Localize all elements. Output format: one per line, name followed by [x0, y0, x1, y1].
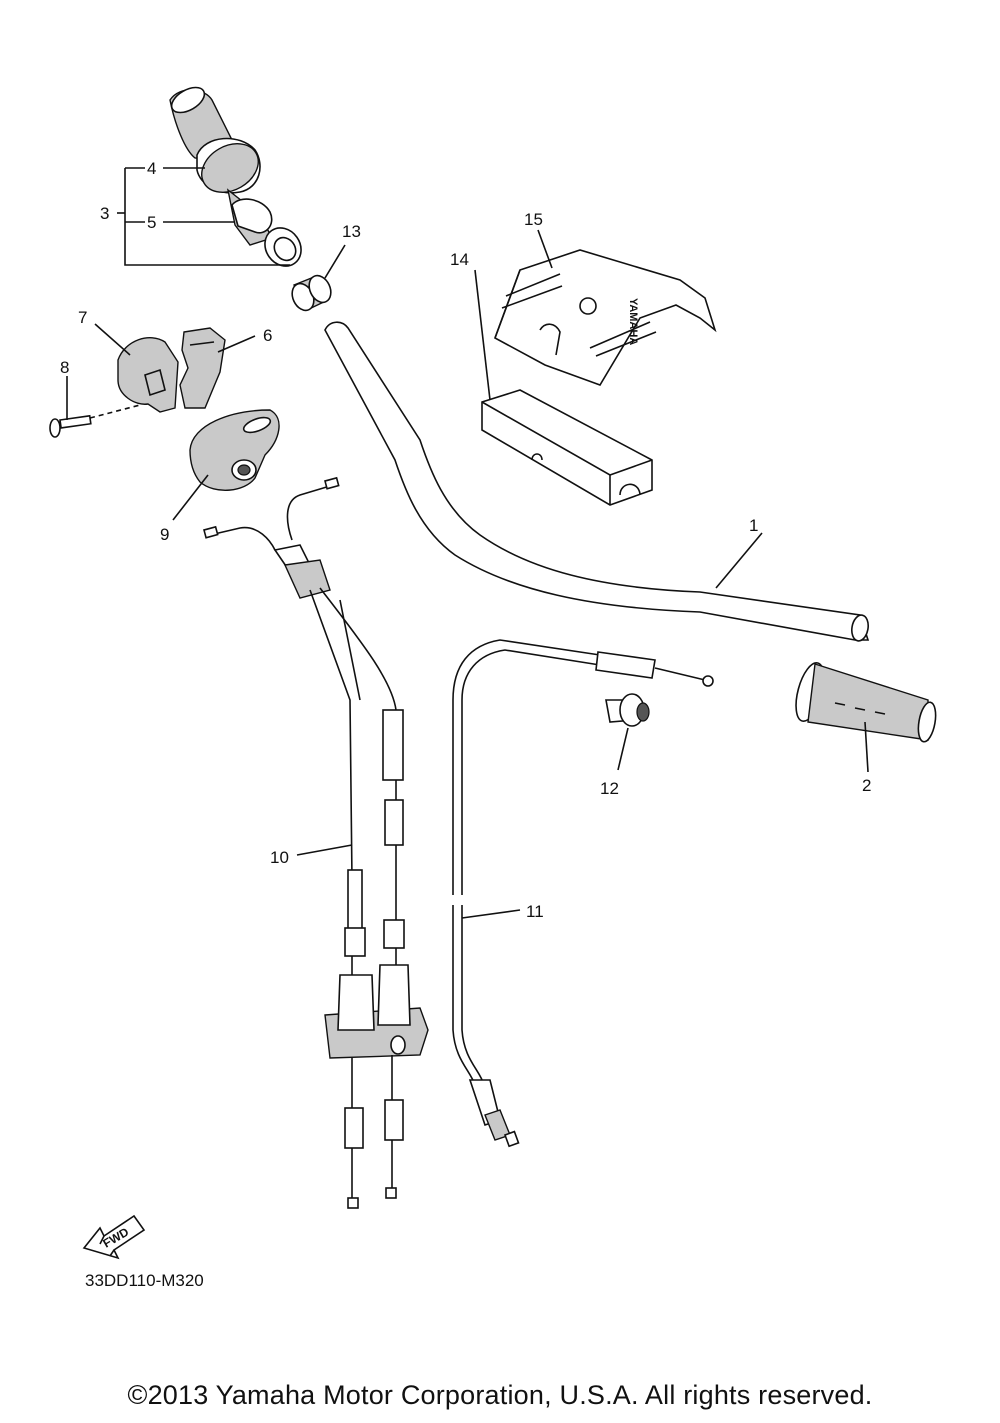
handlebar-pad-part-14 — [481, 389, 653, 506]
adjuster-part-12 — [605, 693, 650, 727]
callout-6: 6 — [263, 326, 272, 345]
drawing-code: 33DD110-M320 — [85, 1271, 204, 1290]
callout-3: 3 — [100, 204, 109, 223]
throttle-housing-part-9 — [189, 409, 280, 491]
callout-4: 4 — [147, 159, 156, 178]
handlebar-cover-part-15: YAMAHA — [494, 249, 717, 386]
switch-housing-part-7 — [117, 337, 179, 413]
callout-9: 9 — [160, 525, 169, 544]
logo-text: YAMAHA — [627, 298, 639, 345]
fwd-arrow-icon: FWD — [82, 1214, 146, 1260]
callout-12: 12 — [600, 779, 619, 798]
callout-11: 11 — [526, 902, 544, 921]
clutch-cable-part-11 — [452, 639, 714, 1148]
callout-7: 7 — [78, 308, 87, 327]
callout-8: 8 — [60, 358, 69, 377]
callout-13: 13 — [342, 222, 361, 241]
collar-part-13 — [291, 274, 332, 312]
callout-1: 1 — [749, 516, 758, 535]
callout-labels: 1 2 3 4 5 6 7 8 9 10 11 12 13 14 15 — [60, 159, 871, 921]
callout-15: 15 — [524, 210, 543, 229]
throttle-cables-part-10 — [203, 476, 429, 1209]
screw-part-8 — [49, 404, 141, 438]
throttle-grip-assembly — [169, 86, 302, 267]
callout-14: 14 — [450, 250, 469, 269]
callout-10: 10 — [270, 848, 289, 867]
copyright-text: ©2013 Yamaha Motor Corporation, U.S.A. A… — [127, 1380, 873, 1410]
switch-housing-part-6 — [179, 327, 226, 409]
callout-2: 2 — [862, 776, 871, 795]
callout-5: 5 — [147, 213, 156, 232]
leader-lines — [66, 167, 869, 919]
handlebar-part-1 — [324, 321, 870, 642]
grip-part-2 — [795, 662, 937, 743]
